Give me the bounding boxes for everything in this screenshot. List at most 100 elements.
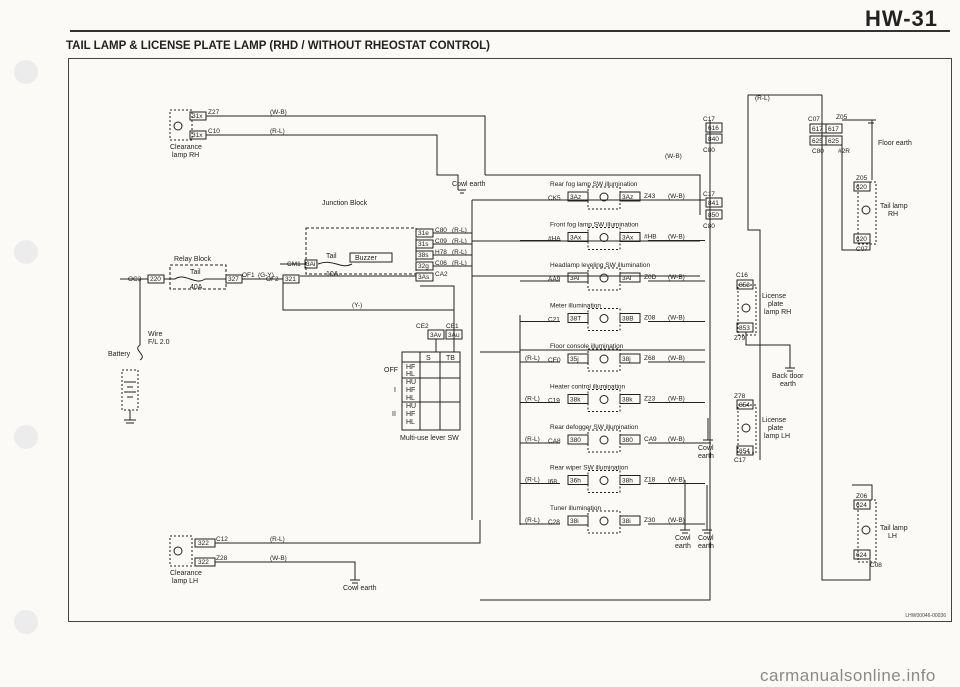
- cowl-earth-label-5: Cowl: [698, 535, 714, 542]
- illum-lamp-box: [587, 510, 621, 534]
- conn-c80-b: C80: [703, 147, 715, 154]
- lamp-icon: [599, 516, 609, 526]
- tail-lamp-rh-label: Tail lamp: [880, 203, 908, 210]
- multi-use-lever-sw-label: Multi-use lever SW: [400, 435, 459, 442]
- wire-label: Wire: [148, 331, 162, 338]
- clearance-lamp-rh-label-2: lamp RH: [172, 152, 199, 159]
- illum-left-pin: 3Az: [570, 194, 581, 201]
- illum-connector-left: [567, 475, 589, 485]
- buzzer-box: [349, 252, 393, 263]
- lamp-icon: [599, 233, 609, 242]
- conn-3av: 3Av: [430, 332, 442, 339]
- conn-853: 853: [739, 282, 750, 289]
- sw-row-hl-2: HL: [406, 395, 415, 402]
- lamp-icon: [599, 395, 609, 404]
- illum-lamp-box: [587, 186, 621, 210]
- conn-3as: 3As: [418, 274, 430, 281]
- illum-connector-left: [567, 313, 589, 323]
- conn-z28: Z28: [216, 555, 228, 562]
- illumination-name: Rear fog lamp SW illumination: [550, 181, 638, 188]
- diagram-frame: [68, 58, 952, 622]
- license-rh-label: License: [762, 293, 786, 300]
- junction-block-box: [305, 227, 417, 275]
- illum-right-pin: 38h: [622, 478, 633, 485]
- illum-right-pin: 38j: [622, 356, 631, 363]
- conn-c09: C09: [435, 238, 447, 245]
- conn-c80: C80: [435, 227, 447, 234]
- conn-853-b: 853: [739, 325, 750, 332]
- wire-label-rl: (R-L): [270, 128, 285, 135]
- conn-c12: C12: [216, 536, 228, 543]
- conn-32g: 32g: [418, 263, 429, 270]
- illum-connector-left: [567, 434, 589, 445]
- illum-left-pin: 35j: [570, 356, 579, 363]
- conn-oc3: OC3: [128, 276, 142, 283]
- illum-right-connector: Z0D: [644, 274, 657, 281]
- tail-lamp-rh-label-2: RH: [888, 211, 898, 218]
- conn-z27: Z27: [208, 109, 220, 116]
- illum-wire-color: (W-B): [668, 315, 685, 322]
- wire-label-rl-7: (R-L): [755, 95, 770, 102]
- illum-right-connector: CA9: [644, 436, 657, 443]
- page-number: HW-31: [864, 6, 938, 31]
- sw-mode-i: I: [394, 387, 396, 394]
- conn-ca2: CA2: [435, 271, 448, 278]
- floor-earth-label: Floor earth: [878, 140, 912, 147]
- conn-616: 616: [708, 125, 719, 132]
- conn-840: 840: [708, 136, 719, 143]
- illum-lamp-box: [587, 227, 621, 250]
- lamp-icon: [599, 354, 609, 364]
- wire-label-wb-3: (W-B): [665, 153, 682, 160]
- conn-625-b: 625: [828, 138, 839, 145]
- cowl-earth-label-4: Cowl: [675, 535, 691, 542]
- conn-850: 850: [708, 212, 719, 219]
- illum-left-pin: 380: [570, 437, 581, 444]
- junction-fuse-amp-label: 10A: [326, 271, 339, 278]
- illum-side-wire: (R-L): [525, 517, 540, 524]
- clearance-lamp-lh-box: [169, 535, 193, 567]
- conn-220: 220: [150, 276, 161, 283]
- illum-right-connector: Z23: [644, 396, 656, 403]
- lamp-icon: [599, 273, 609, 283]
- wire-label-rl-5: (R-L): [452, 249, 467, 256]
- illum-connector-left: [567, 232, 589, 242]
- illum-connector-left: [567, 515, 589, 526]
- wire-label-rl-4: (R-L): [452, 238, 467, 245]
- conn-38s: 38s: [418, 252, 429, 259]
- illum-left-pin: 3Al: [570, 275, 580, 282]
- conn-z79: Z79: [734, 335, 746, 342]
- conn-z05-b: Z05: [856, 175, 868, 182]
- wire-label-gy: (G-Y): [258, 272, 274, 279]
- lamp-icon: [599, 435, 609, 445]
- tail-lamp-lh-label: Tail lamp: [880, 525, 908, 532]
- sw-mode-ii: II: [392, 411, 396, 418]
- illum-lamp-box: [587, 308, 621, 331]
- illum-right-pin: 38i: [622, 518, 631, 525]
- illum-right-connector: Z08: [644, 315, 656, 322]
- wire-label-wb-2: (W-B): [270, 555, 287, 562]
- illum-wire-color: (W-B): [668, 193, 685, 200]
- illum-right-pin: 3Ax: [622, 235, 634, 242]
- conn-327: 327: [228, 276, 239, 283]
- sw-row-hl: HL: [406, 371, 415, 378]
- license-plate-lamp-lh-box: [737, 404, 757, 454]
- illum-connector-left: [567, 353, 589, 364]
- license-lh-label: License: [762, 417, 786, 424]
- illum-lamp-box: [587, 348, 621, 372]
- illum-left-connector: C28: [548, 519, 560, 526]
- conn-z78: Z78: [734, 393, 746, 400]
- conn-321: 321: [285, 276, 296, 283]
- cowl-earth-label-2: Cowl earth: [343, 585, 377, 592]
- conn-z06: Z06: [856, 493, 868, 500]
- cowl-earth-label-4b: earth: [675, 543, 691, 550]
- conn-624-b: 624: [856, 552, 867, 559]
- illum-left-pin: 38k: [570, 397, 581, 404]
- binder-hole: [14, 60, 38, 84]
- illum-side-wire: (R-L): [525, 477, 540, 484]
- license-plate-lamp-rh-box: [737, 284, 757, 336]
